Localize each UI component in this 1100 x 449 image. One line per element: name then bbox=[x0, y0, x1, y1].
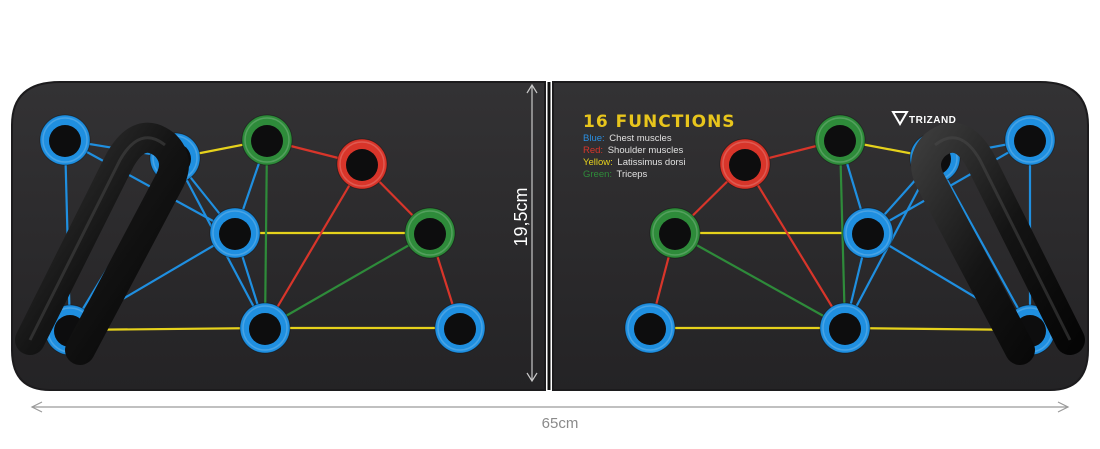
legend-item-green: Green: Triceps bbox=[583, 169, 648, 180]
right-green-hole[interactable] bbox=[814, 114, 866, 166]
right-blue-hole[interactable] bbox=[842, 207, 894, 259]
left-red-hole[interactable] bbox=[336, 138, 388, 190]
trizand-logo: TRIZAND bbox=[891, 111, 956, 126]
left-green-line bbox=[264, 232, 431, 329]
right-blue-hole[interactable] bbox=[1004, 114, 1056, 166]
left-red-line bbox=[264, 163, 363, 329]
functions-title: 16 FUNCTIONS bbox=[583, 112, 736, 132]
legend-item-blue: Blue: Chest muscles bbox=[583, 133, 672, 144]
left-green-hole[interactable] bbox=[404, 207, 456, 259]
right-blue-hole[interactable] bbox=[819, 302, 871, 354]
brand-name: TRIZAND bbox=[909, 115, 956, 126]
width-dimension: 65cm bbox=[30, 401, 1070, 432]
pushup-board bbox=[11, 81, 1089, 391]
right-red-line bbox=[744, 163, 846, 329]
left-blue-hole[interactable] bbox=[39, 114, 91, 166]
right-green-line bbox=[674, 232, 846, 329]
legend-item-red: Red: Shoulder muscles bbox=[583, 145, 683, 156]
height-label: 19,5cm bbox=[511, 187, 531, 246]
right-handle[interactable] bbox=[911, 122, 1085, 365]
color-legend: Blue: Chest muscles Red: Shoulder muscle… bbox=[583, 133, 686, 180]
right-green-hole[interactable] bbox=[649, 207, 701, 259]
left-blue-hole[interactable] bbox=[239, 302, 291, 354]
board-left-half bbox=[11, 81, 546, 391]
left-green-hole[interactable] bbox=[241, 114, 293, 166]
height-dimension: 19,5cm bbox=[511, 83, 538, 383]
trizand-logo-icon bbox=[891, 111, 909, 126]
left-green-line bbox=[263, 139, 269, 329]
left-blue-hole[interactable] bbox=[209, 207, 261, 259]
legend-item-yellow: Yellow: Latissimus dorsi bbox=[583, 157, 686, 168]
right-red-hole[interactable] bbox=[719, 138, 771, 190]
right-blue-hole[interactable] bbox=[624, 302, 676, 354]
left-handle[interactable] bbox=[15, 122, 189, 365]
width-label: 65cm bbox=[542, 415, 579, 432]
left-blue-hole[interactable] bbox=[434, 302, 486, 354]
right-green-line bbox=[838, 139, 847, 329]
